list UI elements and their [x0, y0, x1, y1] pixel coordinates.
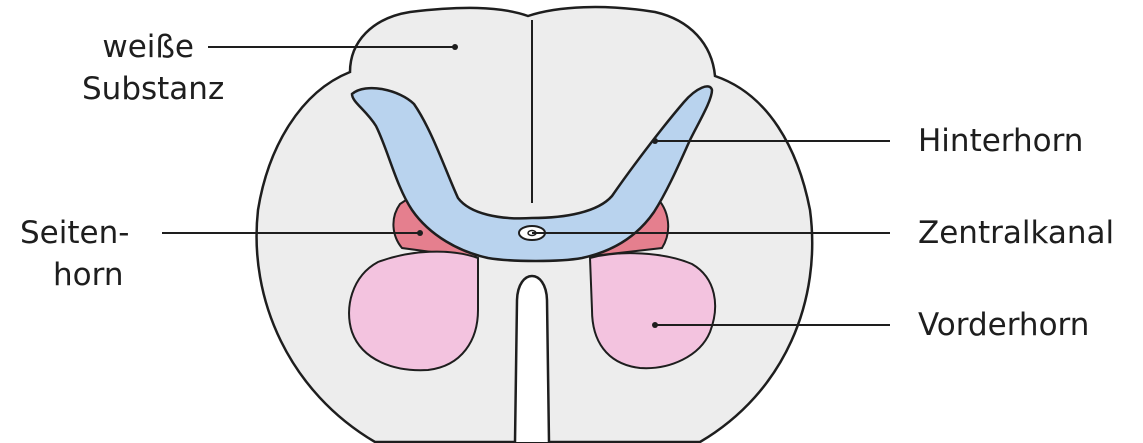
anterior-median-fissure [515, 276, 549, 442]
anterior-horn-right [590, 253, 715, 368]
label-seitenhorn: Seiten- horn [20, 212, 129, 296]
label-zentralkanal: Zentralkanal [918, 212, 1114, 254]
anterior-horn-left [349, 252, 478, 371]
label-hinterhorn: Hinterhorn [918, 120, 1083, 162]
label-weisse-substanz-line-2: Substanz [82, 68, 194, 110]
leader-dot-seitenhorn [417, 230, 423, 236]
leader-dot-hinterhorn [652, 138, 658, 144]
label-seitenhorn-line-2: horn [20, 254, 129, 296]
label-weisse-substanz: weiße Substanz [82, 26, 194, 110]
label-seitenhorn-line-1: Seiten- [20, 212, 129, 254]
label-weisse-substanz-line-1: weiße [82, 26, 194, 68]
label-vorderhorn: Vorderhorn [918, 304, 1089, 346]
leader-dot-vorderhorn [652, 322, 658, 328]
leader-dot-weisse-substanz [452, 44, 458, 50]
